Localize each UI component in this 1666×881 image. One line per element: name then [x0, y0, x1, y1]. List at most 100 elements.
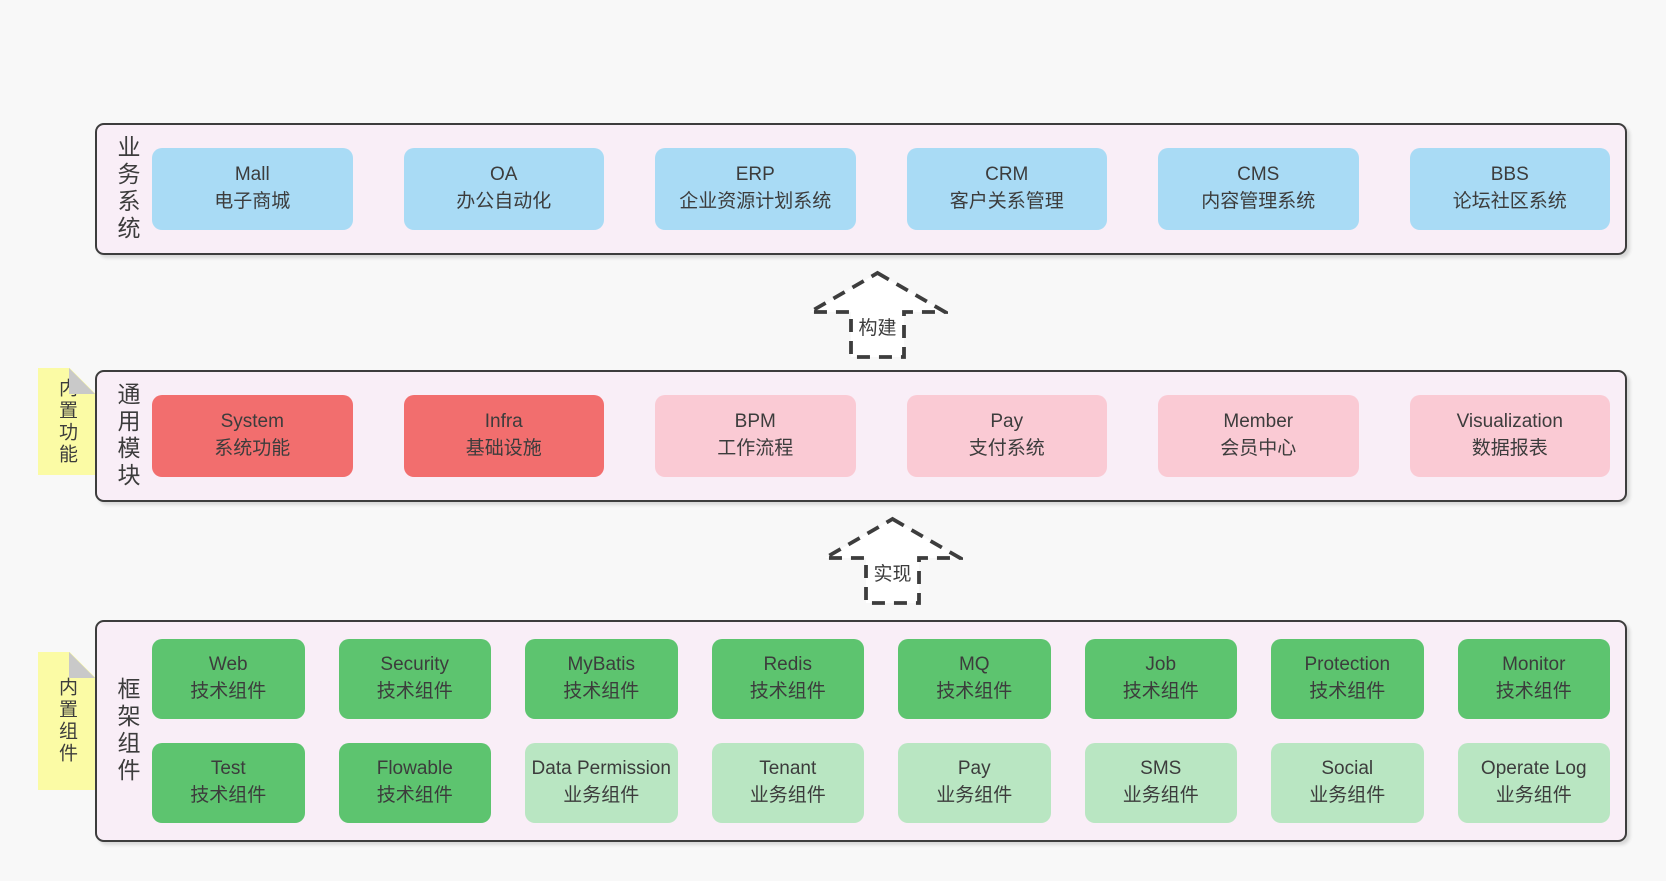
box-title: ERP [735, 164, 775, 186]
box-subtitle: 电子商城 [214, 191, 291, 212]
sticky-features-label: 内置功能 [56, 377, 77, 466]
box-subtitle: 技术组件 [563, 681, 640, 702]
box-title: Security [380, 654, 450, 676]
layer-business-side-label: 业务系统 [114, 135, 140, 243]
box-operate-log: Operate Log 业务组件 [1457, 743, 1610, 823]
box-subtitle: 基础设施 [465, 438, 542, 459]
box-title: Tenant [759, 758, 817, 780]
business-box-row: Mall 电子商城 OA 办公自动化 ERP 企业资源计划系统 CRM 客户关系管理 CMS 内容… [152, 148, 1610, 230]
box-visualization: Visualization 数据报表 [1409, 395, 1610, 477]
sticky-components-label: 内置组件 [56, 677, 77, 765]
box-title: CMS [1237, 164, 1280, 186]
box-mybatis: MyBatis 技术组件 [525, 639, 678, 719]
box-subtitle: 技术组件 [190, 681, 267, 702]
box-subtitle: 系统功能 [214, 438, 291, 459]
box-subtitle: 技术组件 [376, 681, 453, 702]
box-subtitle: 技术组件 [1309, 681, 1386, 702]
implement-arrow: 实现 [822, 516, 963, 606]
box-erp: ERP 企业资源计划系统 [655, 148, 856, 230]
box-subtitle: 业务组件 [1122, 785, 1199, 806]
box-subtitle: 技术组件 [749, 681, 826, 702]
implement-arrow-label: 实现 [870, 559, 915, 586]
box-mq: MQ 技术组件 [898, 639, 1051, 719]
box-infra: Infra 基础设施 [403, 395, 604, 477]
box-subtitle: 业务组件 [936, 785, 1013, 806]
box-title: Operate Log [1480, 758, 1587, 780]
modules-box-row: System 系统功能 Infra 基础设施 BPM 工作流程 Pay 支付系统 Member 会… [152, 395, 1610, 477]
box-subtitle: 支付系统 [968, 438, 1045, 459]
box-mall: Mall 电子商城 [152, 148, 353, 230]
build-arrow: 构建 [807, 270, 948, 360]
layer-business-systems: 业务系统 Mall 电子商城 OA 办公自动化 ERP 企业资源计划系统 CRM 客户关系管理… [95, 123, 1627, 255]
box-subtitle: 业务组件 [563, 785, 640, 806]
box-pay: Pay 支付系统 [906, 395, 1107, 477]
box-title: Monitor [1502, 654, 1566, 676]
box-title: Infra [484, 411, 523, 433]
box-pay: Pay 业务组件 [898, 743, 1051, 823]
folded-corner-icon [69, 652, 95, 678]
box-redis: Redis 技术组件 [711, 639, 864, 719]
layer-common-modules: 通用模块 System 系统功能 Infra 基础设施 BPM 工作流程 Pay 支付系统 Me… [95, 370, 1627, 502]
box-subtitle: 业务组件 [1309, 785, 1386, 806]
box-title: Test [210, 758, 246, 780]
build-arrow-label: 构建 [855, 313, 900, 340]
box-title: Social [1321, 758, 1374, 780]
box-subtitle: 技术组件 [376, 785, 453, 806]
box-bbs: BBS 论坛社区系统 [1409, 148, 1610, 230]
box-flowable: Flowable 技术组件 [338, 743, 491, 823]
box-title: Job [1145, 654, 1177, 676]
box-title: Flowable [376, 758, 453, 780]
box-subtitle: 业务组件 [749, 785, 826, 806]
box-subtitle: 技术组件 [190, 785, 267, 806]
box-security: Security 技术组件 [338, 639, 491, 719]
folded-corner-icon [69, 368, 95, 394]
box-subtitle: 数据报表 [1471, 438, 1548, 459]
box-test: Test 技术组件 [152, 743, 305, 823]
box-data-permission: Data Permission 业务组件 [525, 743, 678, 823]
box-title: OA [490, 164, 518, 186]
box-title: System [220, 411, 284, 433]
box-subtitle: 论坛社区系统 [1452, 191, 1567, 212]
box-title: BPM [734, 411, 776, 433]
box-title: Pay [990, 411, 1024, 433]
box-title: Data Permission [531, 758, 671, 780]
box-system: System 系统功能 [152, 395, 353, 477]
box-subtitle: 业务组件 [1495, 785, 1572, 806]
box-subtitle: 工作流程 [717, 438, 794, 459]
box-subtitle: 技术组件 [936, 681, 1013, 702]
box-monitor: Monitor 技术组件 [1457, 639, 1610, 719]
box-cms: CMS 内容管理系统 [1158, 148, 1359, 230]
box-job: Job 技术组件 [1084, 639, 1237, 719]
box-title: CRM [985, 164, 1029, 186]
box-subtitle: 企业资源计划系统 [679, 191, 832, 212]
box-title: Redis [763, 654, 813, 676]
box-tenant: Tenant 业务组件 [711, 743, 864, 823]
layer-components-side-label: 框架组件 [114, 677, 140, 785]
box-title: Pay [957, 758, 991, 780]
box-title: BBS [1490, 164, 1529, 186]
box-subtitle: 技术组件 [1495, 681, 1572, 702]
box-title: Visualization [1456, 411, 1563, 433]
box-subtitle: 办公自动化 [456, 191, 552, 212]
sticky-note-built-in-components: 内置组件 [38, 652, 95, 790]
box-subtitle: 会员中心 [1220, 438, 1297, 459]
box-title: SMS [1140, 758, 1182, 780]
box-title: Protection [1304, 654, 1391, 676]
box-title: MyBatis [567, 654, 636, 676]
box-bpm: BPM 工作流程 [655, 395, 856, 477]
sticky-note-built-in-features: 内置功能 [38, 368, 95, 475]
layer-modules-side-label: 通用模块 [114, 382, 140, 490]
box-title: Mall [234, 164, 270, 186]
box-member: Member 会员中心 [1158, 395, 1359, 477]
box-title: Member [1223, 411, 1294, 433]
box-subtitle: 客户关系管理 [949, 191, 1064, 212]
box-protection: Protection 技术组件 [1271, 639, 1424, 719]
box-subtitle: 技术组件 [1122, 681, 1199, 702]
box-subtitle: 内容管理系统 [1201, 191, 1316, 212]
box-oa: OA 办公自动化 [403, 148, 604, 230]
box-title: MQ [958, 654, 990, 676]
